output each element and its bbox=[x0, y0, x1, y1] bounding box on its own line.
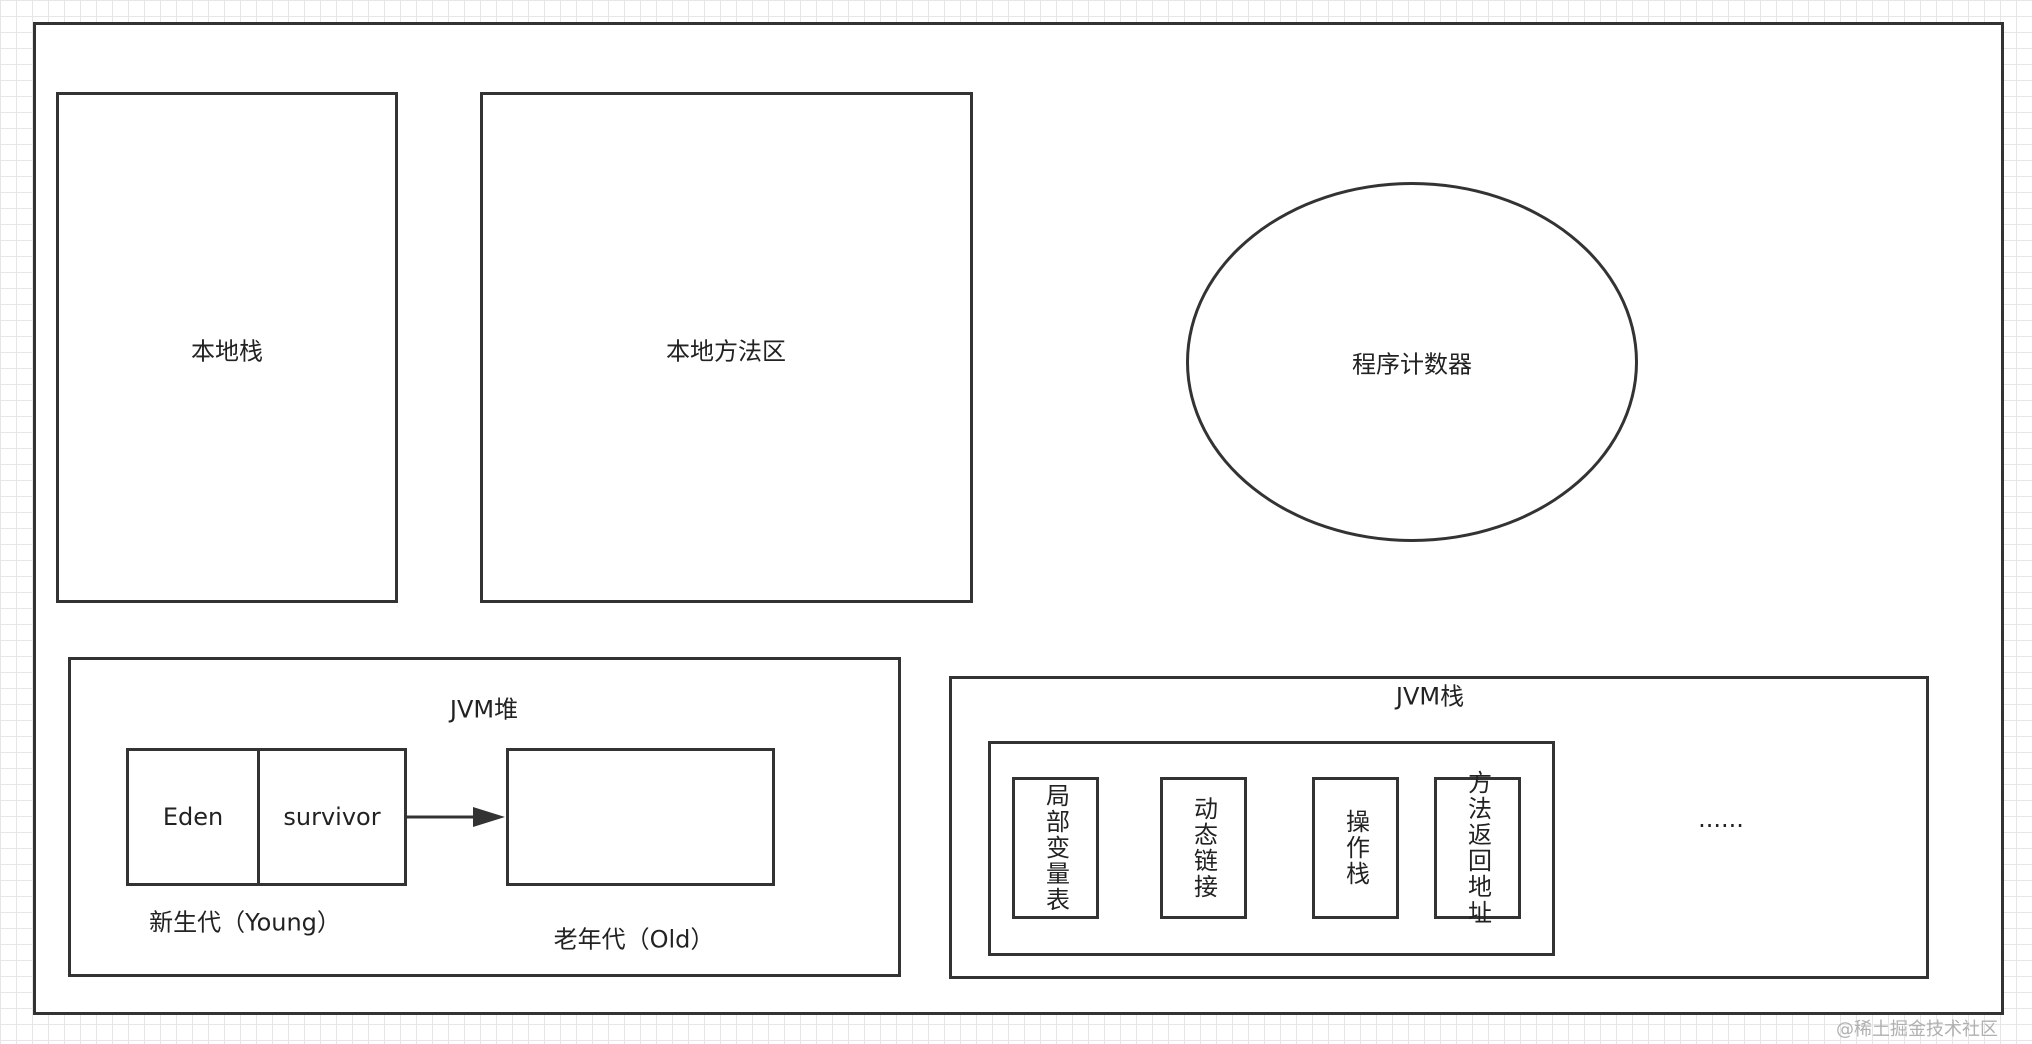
native-method-area-box bbox=[480, 92, 973, 603]
operand-stack-label: 操作栈 bbox=[1341, 809, 1370, 887]
survivor-label: survivor bbox=[283, 803, 381, 831]
jvm-stack-title: JVM栈 bbox=[1395, 682, 1465, 711]
eden-box bbox=[126, 748, 260, 886]
dynamic-linking-label: 动态链接 bbox=[1189, 796, 1218, 900]
local-variable-table-label: 局部变量表 bbox=[1041, 783, 1070, 913]
promotion-arrow bbox=[407, 807, 505, 827]
return-address-label: 方法返回地址 bbox=[1463, 770, 1492, 926]
eden-label: Eden bbox=[162, 803, 224, 831]
program-counter-ellipse bbox=[1186, 182, 1638, 542]
return-address-box bbox=[1434, 777, 1521, 919]
survivor-box bbox=[257, 748, 407, 886]
jvm-heap-title: JVM堆 bbox=[449, 695, 519, 724]
native-stack-label: 本地栈 bbox=[191, 337, 263, 366]
old-generation-label: 老年代（Old） bbox=[553, 925, 715, 954]
local-variable-table-box bbox=[1012, 777, 1099, 919]
old-generation-box bbox=[506, 748, 775, 886]
program-counter-label: 程序计数器 bbox=[1352, 350, 1472, 379]
stack-ellipsis: ...... bbox=[1698, 805, 1744, 833]
young-generation-label: 新生代（Young） bbox=[149, 908, 341, 937]
operand-stack-box bbox=[1312, 777, 1399, 919]
watermark: @稀土掘金技术社区 bbox=[1836, 1019, 1998, 1040]
stack-frame-box bbox=[988, 741, 1555, 956]
native-stack-box bbox=[56, 92, 398, 603]
dynamic-linking-box bbox=[1160, 777, 1247, 919]
native-method-area-label: 本地方法区 bbox=[666, 337, 786, 366]
